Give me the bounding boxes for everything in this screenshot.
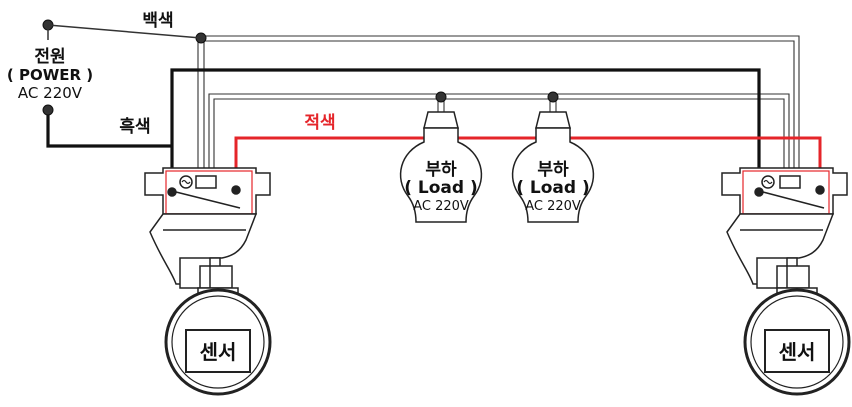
sensor-left-red-terminal [231, 185, 241, 195]
bulb-1-socket [423, 111, 459, 129]
power-voltage: AC 220V [18, 84, 83, 102]
sensor-right-red-terminal [815, 185, 825, 195]
sensor-right [721, 167, 851, 396]
sensor-left-black-terminal [167, 187, 177, 197]
sensor-left-label: 센서 [200, 340, 237, 364]
bulb-2-sub: ( Load ) [516, 178, 590, 198]
bulb-2-glass [511, 127, 595, 223]
power-to-white-wire [47, 24, 202, 39]
white-wire-label: 백색 [142, 11, 173, 31]
load-bulb-1: 부하 ( Load ) AC 220V [399, 111, 483, 223]
white-wires [197, 35, 800, 178]
bulb-1-title: 부하 [425, 160, 457, 180]
sensor-left-label-box [185, 329, 251, 373]
sensor-right-black-terminal [754, 187, 764, 197]
bulb-2-socket [535, 111, 571, 129]
black-wire-label: 흑색 [119, 116, 150, 137]
sensor-right-label: 센서 [779, 340, 816, 364]
bulb-1-glass [399, 127, 483, 223]
sensor-right-body [721, 167, 848, 215]
bulb-1-junction [435, 91, 447, 103]
power-subtitle: ( POWER ) [7, 66, 93, 84]
red-wire-label: 적색 [304, 113, 335, 133]
bulb-2-title: 부하 [537, 160, 569, 180]
sensor-left-body [144, 167, 271, 215]
power-terminal-bottom [42, 104, 54, 116]
bulb-2-voltage: AC 220V [525, 199, 581, 214]
bulb-2-junction [547, 91, 559, 103]
red-wire [234, 136, 822, 185]
sensor-right-label-box [764, 329, 830, 373]
bulb-1-sub: ( Load ) [404, 178, 478, 198]
power-title: 전원 [34, 47, 65, 67]
junction-dots [42, 19, 559, 116]
sensor-left [144, 167, 272, 396]
bulb-1-voltage: AC 220V [413, 199, 469, 214]
load-bulb-2: 부하 ( Load ) AC 220V [511, 111, 595, 223]
